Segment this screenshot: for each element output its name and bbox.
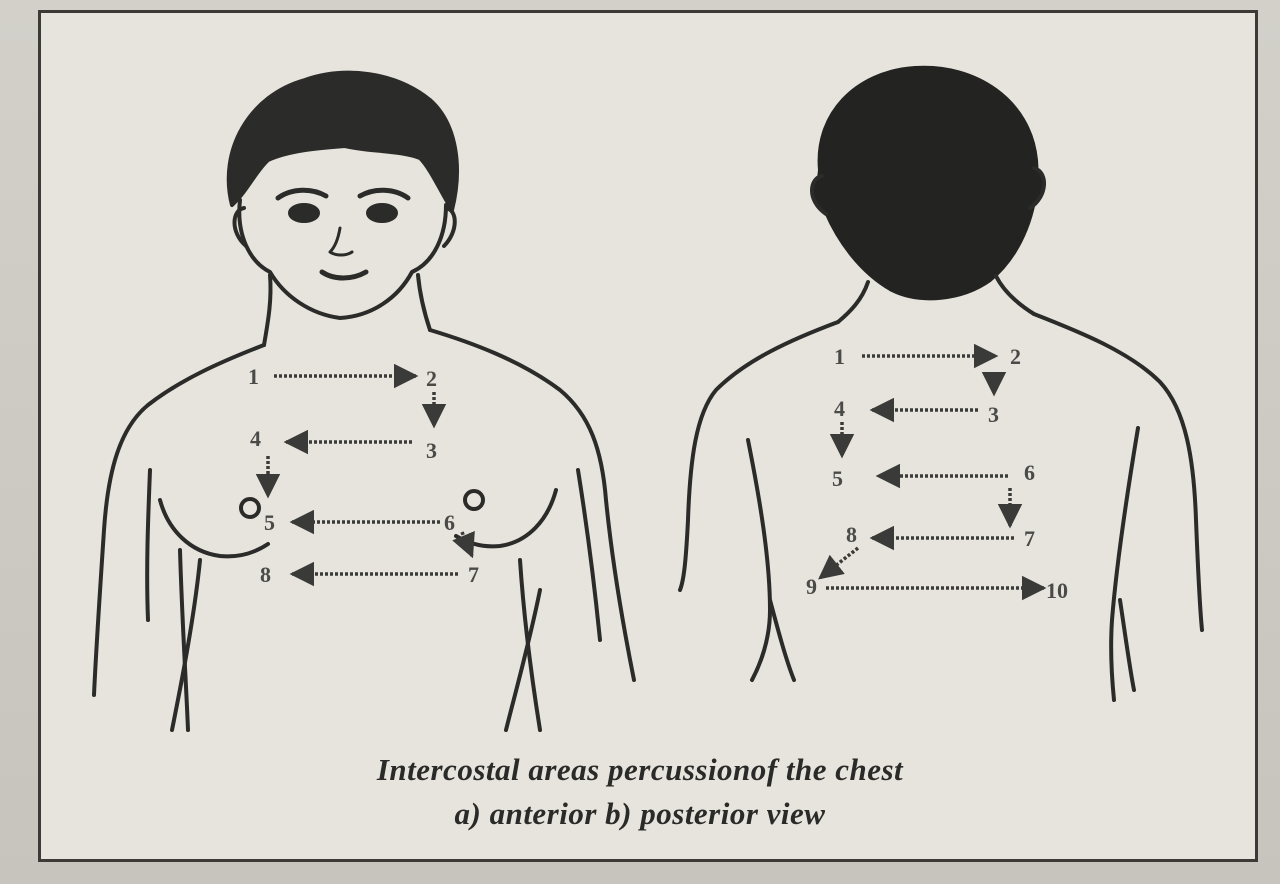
posterior-shoulder-right (1032, 312, 1204, 632)
anterior-label-1: 1 (248, 364, 259, 389)
posterior-label-6: 6 (1024, 460, 1035, 485)
anterior-pec-right (454, 488, 558, 549)
anterior-pec-left (158, 498, 270, 559)
posterior-torso-right (1109, 426, 1140, 702)
anterior-torso-left (178, 548, 190, 732)
anterior-eye-left (288, 203, 320, 223)
posterior-label-8: 8 (846, 522, 857, 547)
anterior-arm-inner-left (145, 468, 152, 622)
anterior-label-6: 6 (444, 510, 455, 535)
anterior-figure (92, 70, 636, 732)
posterior-label-7: 7 (1024, 526, 1035, 551)
anterior-neck-right (416, 273, 432, 332)
posterior-torso-left-2 (768, 598, 796, 682)
posterior-torso-left (746, 438, 772, 682)
anterior-eye-right (366, 203, 398, 223)
caption-line-2: a) anterior b) posterior view (454, 796, 826, 831)
posterior-neck-right (994, 274, 1036, 316)
anterior-nipple-right (463, 489, 485, 511)
anterior-hair (226, 70, 459, 212)
anterior-arrow-6-7 (452, 530, 475, 559)
figure-caption: Intercostal areas percussionof the chest… (0, 748, 1280, 836)
posterior-figure (678, 65, 1204, 702)
posterior-label-3: 3 (988, 402, 999, 427)
posterior-hair (816, 65, 1039, 301)
anterior-ear-right (442, 206, 457, 248)
posterior-ear-left (810, 174, 828, 216)
anterior-label-3: 3 (426, 438, 437, 463)
anterior-labels: 1 2 3 4 5 6 7 8 (248, 364, 479, 587)
posterior-labels: 1 2 3 4 5 6 7 8 9 10 (806, 344, 1068, 603)
posterior-torso-right-2 (1118, 598, 1136, 692)
anterior-shoulder-right (428, 328, 636, 682)
anterior-neck-left (262, 273, 273, 347)
posterior-shoulder-left (678, 320, 840, 592)
posterior-label-9: 9 (806, 574, 817, 599)
anterior-arrows (255, 363, 475, 587)
posterior-label-1: 1 (834, 344, 845, 369)
anterior-mouth (319, 269, 369, 281)
anterior-label-4: 4 (250, 426, 261, 451)
caption-line-1: Intercostal areas percussionof the chest (376, 752, 904, 787)
anterior-label-5: 5 (264, 510, 275, 535)
posterior-arrow-8-9 (818, 546, 860, 580)
anterior-label-7: 7 (468, 562, 479, 587)
anterior-arm-inner-right (576, 468, 602, 642)
anterior-label-2: 2 (426, 366, 437, 391)
anterior-label-8: 8 (260, 562, 271, 587)
anterior-torso-right-2 (504, 588, 542, 732)
anterior-face (237, 198, 448, 320)
posterior-ear-right (1028, 166, 1046, 210)
anterior-torso-left-2 (170, 558, 202, 732)
anterior-nipple-left (239, 497, 261, 519)
posterior-label-2: 2 (1010, 344, 1021, 369)
posterior-arrows (818, 343, 1047, 601)
anterior-nose (328, 226, 354, 257)
posterior-label-10: 10 (1046, 578, 1068, 603)
anterior-shoulder-left (92, 343, 266, 697)
anterior-eyebrow-right (357, 187, 411, 201)
anterior-eyebrow-left (275, 187, 329, 201)
anterior-ear-left (232, 206, 248, 248)
posterior-label-5: 5 (832, 466, 843, 491)
anterior-torso-right (518, 558, 542, 732)
posterior-label-4: 4 (834, 396, 845, 421)
posterior-neck-left (836, 280, 870, 324)
